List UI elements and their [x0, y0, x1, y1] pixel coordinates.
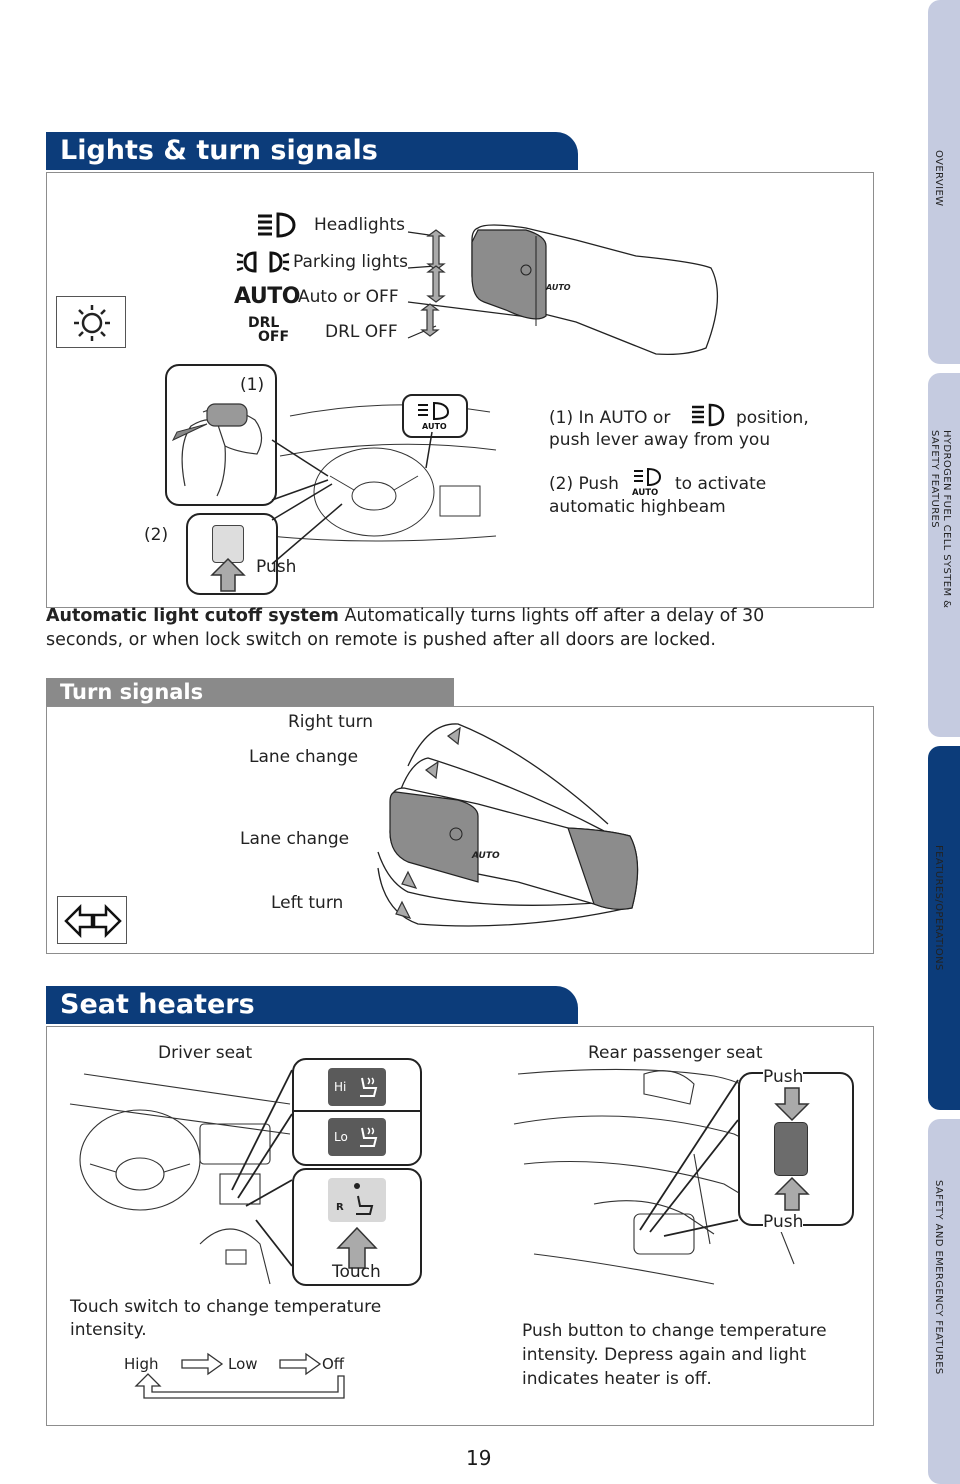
callout-2-connector	[271, 483, 343, 565]
rear-push-up-arrow	[774, 1087, 810, 1122]
cutoff-title: Automatic light cutoff system	[46, 606, 339, 626]
instruction-1-part-b: position,	[736, 408, 809, 428]
turn-signals-panel	[46, 706, 874, 954]
light-sun-icon	[74, 305, 110, 341]
r-button[interactable]: R	[328, 1178, 386, 1222]
touch-arrow-icon	[336, 1226, 378, 1269]
side-tab-safety[interactable]	[928, 1119, 960, 1484]
driver-dash-drawing	[69, 1073, 291, 1285]
cutoff-paragraph: Automatic light cutoff system Automatica…	[46, 604, 866, 652]
seat-heaters-header: Seat heaters	[46, 986, 578, 1024]
lights-panel	[46, 172, 874, 608]
turn-signals-header: Turn signals	[46, 678, 454, 706]
side-label-features: FEATURES/OPERATIONS	[933, 845, 944, 971]
callout-2-frame	[186, 513, 278, 595]
driver-seat-label: Driver seat	[158, 1043, 253, 1063]
svg-text:AUTO: AUTO	[471, 851, 500, 861]
light-icon-box	[56, 296, 126, 348]
r-label: R	[336, 1202, 344, 1213]
push-label: Push	[256, 557, 297, 577]
drl-off-label: DRL OFF	[325, 322, 398, 342]
turn-arrows-icon	[64, 903, 122, 939]
svg-text:AUTO: AUTO	[545, 283, 571, 292]
touch-label: Touch	[332, 1262, 381, 1282]
callout-1-label: (1)	[240, 375, 265, 395]
hi-label: Hi	[334, 1080, 347, 1094]
side-label-overview: OVERVIEW	[933, 150, 944, 207]
cycle-low: Low	[228, 1355, 258, 1373]
cutoff-text-2: seconds, or when lock switch on remote i…	[46, 630, 716, 650]
touch-desc-line2: intensity.	[70, 1320, 147, 1340]
headlight-inline-icon	[692, 403, 725, 427]
cycle-off: Off	[322, 1355, 345, 1373]
side-tab-overview[interactable]	[928, 0, 960, 364]
seat-heat-r-icon	[356, 1195, 374, 1215]
side-tab-hydrogen[interactable]	[928, 373, 960, 737]
rear-desc-line2: intensity. Depress again and light	[522, 1345, 807, 1365]
instruction-2-part-c: automatic highbeam	[549, 497, 726, 517]
auto-symbol: AUTO	[234, 284, 300, 309]
rear-switch-callout: R	[292, 1168, 422, 1286]
hand-lever-drawing	[171, 403, 263, 497]
seat-heat-lo-icon	[360, 1127, 378, 1147]
rear-push-down-arrow	[774, 1176, 810, 1211]
autohigh-icon: AUTO	[418, 401, 450, 431]
cutoff-text: Automatically turns lights off after a d…	[338, 606, 765, 626]
cycle-arrows	[134, 1352, 345, 1399]
right-turn-label: Right turn	[288, 712, 374, 732]
callout-1-connector	[271, 439, 329, 501]
instruction-1-part-c: push lever away from you	[549, 430, 771, 450]
lane-change-up-label: Lane change	[249, 747, 359, 767]
left-turn-label: Left turn	[271, 893, 344, 913]
push-arrow-icon	[210, 557, 246, 592]
autohigh-connector	[425, 431, 433, 469]
auto-off-label: Auto or OFF	[298, 287, 399, 307]
seat-heat-hi-icon	[360, 1077, 378, 1097]
driver-callout-connectors	[231, 1069, 293, 1267]
light-stalk-drawing: AUTO	[407, 224, 719, 356]
headlights-label: Headlights	[314, 215, 405, 235]
lights-section-header: Lights & turn signals	[46, 132, 578, 170]
rear-seat-label: Rear passenger seat	[588, 1043, 763, 1063]
page-number: 19	[466, 1446, 492, 1470]
rear-switch-callout-frame	[738, 1072, 854, 1226]
drl-symbol-line1: DRL	[248, 315, 280, 331]
hi-lo-switch-callout: Hi Lo	[292, 1058, 422, 1166]
parking-light-icon	[236, 251, 290, 273]
rear-desc-line3: indicates heater is off.	[522, 1369, 712, 1389]
parking-lights-label: Parking lights	[293, 252, 408, 272]
svg-text:AUTO: AUTO	[632, 488, 658, 498]
drl-symbol-line2: OFF	[258, 329, 290, 345]
side-label-hydrogen: HYDROGEN FUEL CELL SYSTEM & SAFETY FEATU…	[929, 430, 952, 609]
hi-lo-divider	[294, 1110, 420, 1112]
instruction-2-part-a: (2) Push	[549, 474, 619, 494]
rear-hi-lo-rocker[interactable]	[774, 1122, 808, 1176]
rear-desc-line1: Push button to change temperature	[522, 1321, 827, 1341]
headlight-icon	[258, 212, 296, 238]
indicator-dot	[354, 1183, 360, 1189]
rear-push-top-label: Push	[763, 1067, 804, 1087]
callout-2-label: (2)	[144, 525, 169, 545]
lane-change-down-label: Lane change	[240, 829, 350, 849]
hi-button[interactable]: Hi	[328, 1068, 386, 1106]
seat-heaters-panel	[46, 1026, 874, 1426]
autohigh-button-callout: AUTO	[402, 394, 468, 438]
cycle-high: High	[124, 1355, 159, 1373]
side-label-safety: SAFETY AND EMERGENCY FEATURES	[933, 1180, 944, 1375]
instruction-2-part-b: to activate	[675, 474, 767, 494]
side-tab-features[interactable]	[928, 746, 960, 1110]
instruction-1-part-a: (1) In AUTO or	[549, 408, 671, 428]
svg-text:AUTO: AUTO	[422, 422, 447, 431]
touch-desc-line1: Touch switch to change temperature	[70, 1297, 382, 1317]
autohigh-button-image	[212, 525, 244, 563]
rear-push-bottom-label: Push	[763, 1212, 804, 1232]
turn-icon-box	[57, 896, 127, 944]
lo-button[interactable]: Lo	[328, 1118, 386, 1156]
rear-callout-connectors	[639, 1079, 739, 1237]
lo-label: Lo	[334, 1130, 348, 1144]
turn-stalk-drawing: AUTO	[377, 723, 639, 927]
autohigh-inline-icon: AUTO	[632, 467, 662, 498]
callout-1-frame	[165, 364, 277, 506]
